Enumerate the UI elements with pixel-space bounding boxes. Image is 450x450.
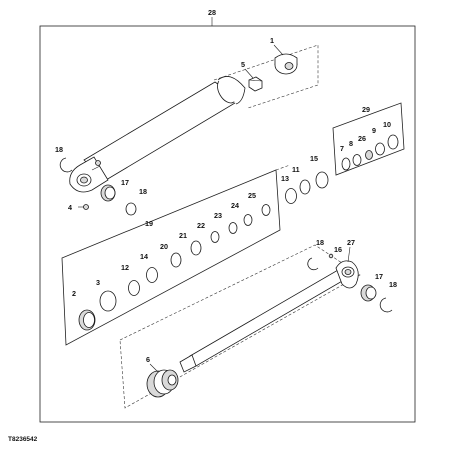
assembly-callout: 28 <box>208 8 216 17</box>
callout-5: 5 <box>241 60 245 69</box>
callout-20: 20 <box>160 242 168 251</box>
callout-26: 26 <box>358 134 366 143</box>
assembly-frame <box>39 25 416 423</box>
part-17-bushing-rod <box>360 284 377 302</box>
callout-25: 25 <box>248 191 256 200</box>
part-5-fitting <box>248 76 263 92</box>
part-17-bushing-upper <box>100 184 116 202</box>
callout-27: 27 <box>347 238 355 247</box>
part-18-ring-middle <box>125 202 137 216</box>
figure-code: T8236542 <box>8 436 38 443</box>
callout-18a: 18 <box>55 145 63 154</box>
piston-rod <box>179 260 359 373</box>
rings-11-13-15 <box>285 171 329 204</box>
callout-18d: 18 <box>389 280 397 289</box>
callout-8: 8 <box>349 139 353 148</box>
callout-3: 3 <box>96 278 100 287</box>
callout-23: 23 <box>214 211 222 220</box>
callout-13: 13 <box>281 174 289 183</box>
seal-kit-callout: 29 <box>362 105 370 114</box>
part-18-snap-ring-upper <box>59 157 73 173</box>
callout-6: 6 <box>146 355 150 364</box>
seal-kit-rings <box>341 134 399 171</box>
callout-2: 2 <box>72 289 76 298</box>
callout-12: 12 <box>121 263 129 272</box>
callout-11: 11 <box>292 165 300 174</box>
callout-24: 24 <box>231 201 239 210</box>
part-18-snap-ring-right <box>379 297 393 313</box>
seal-kit-frame <box>332 102 405 176</box>
callout-9: 9 <box>372 126 376 135</box>
callout-21: 21 <box>179 231 187 240</box>
callout-14: 14 <box>140 252 148 261</box>
callout-10: 10 <box>383 120 391 129</box>
cylinder-barrel <box>69 76 246 193</box>
callout-7: 7 <box>340 144 344 153</box>
piston-kit-frame <box>61 169 281 346</box>
callout-18c: 18 <box>316 238 324 247</box>
part-4-grease-fitting <box>78 204 89 210</box>
piston-kit-rings <box>78 204 271 331</box>
callout-4: 4 <box>68 203 72 212</box>
callout-17b: 17 <box>375 272 383 281</box>
callout-18b: 18 <box>139 187 147 196</box>
part-1-cap <box>274 53 298 75</box>
callout-16: 16 <box>334 245 342 254</box>
callout-17a: 17 <box>121 178 129 187</box>
part-6-piston <box>146 369 179 398</box>
callout-1: 1 <box>270 36 274 45</box>
callout-22: 22 <box>197 221 205 230</box>
callout-15: 15 <box>310 154 318 163</box>
piston-kit-callout: 19 <box>145 219 153 228</box>
part-18-snap-ring-rod <box>307 257 319 271</box>
